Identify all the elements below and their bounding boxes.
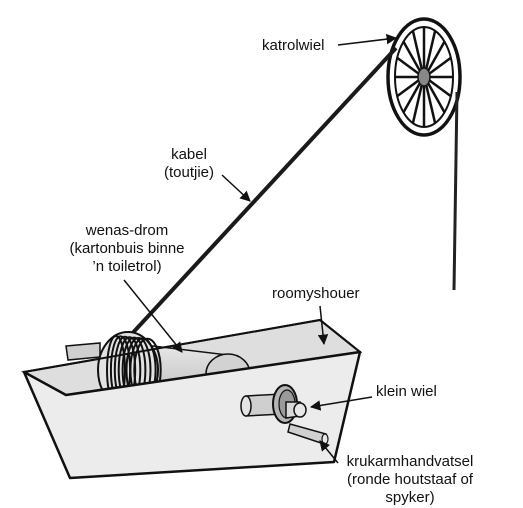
leader-holder [317,305,329,346]
leader-crank [319,440,339,464]
crank-label: krukarmhandvatsel (ronde houtstaaf of sp… [322,453,498,507]
drum-label-line1: wenas-drom [85,222,169,239]
cable-label-line1: kabel [171,146,207,163]
pulley-spoke [396,79,420,98]
pulley-spoke [425,85,437,124]
cable-line [126,46,398,340]
holder-label: roomyshouer [272,285,360,302]
crank-label-line2: (ronde houtstaaf of [347,471,473,488]
pulley-spoke [402,41,421,72]
pulley-spoke [411,85,423,124]
pulley-spoke [428,79,452,98]
leader-pulley [337,33,398,46]
pulley-spoke [402,82,421,113]
pulley-wheel [386,17,462,137]
drum-label: wenas-drom (kartonbuis binne ’n toiletro… [44,222,210,276]
pulley-spoke [427,41,446,72]
leader-drum [123,279,183,353]
hanging-cable [452,91,459,291]
leader-cable [221,174,251,202]
pulley-spoke [428,56,452,75]
small-wheel-label: klein wiel [376,383,437,400]
crank-label-line1: krukarmhandvatsel [346,453,474,470]
pulley-label: katrolwiel [262,37,325,54]
pulley-spoke [427,82,446,113]
cable-label-line2: (toutjie) [163,164,215,181]
drum-label-line3: ’n toiletrol) [92,258,162,275]
crank-label-line3: spyker) [385,489,435,506]
leader-small-wheel [309,396,373,411]
cable-label: kabel (toutjie) [143,146,235,182]
ice-cream-holder [21,318,363,480]
pulley-spoke [411,30,423,69]
drum-label-line2: (kartonbuis binne [69,240,185,257]
pulley-spoke [396,56,420,75]
pulley-spoke [425,30,437,69]
